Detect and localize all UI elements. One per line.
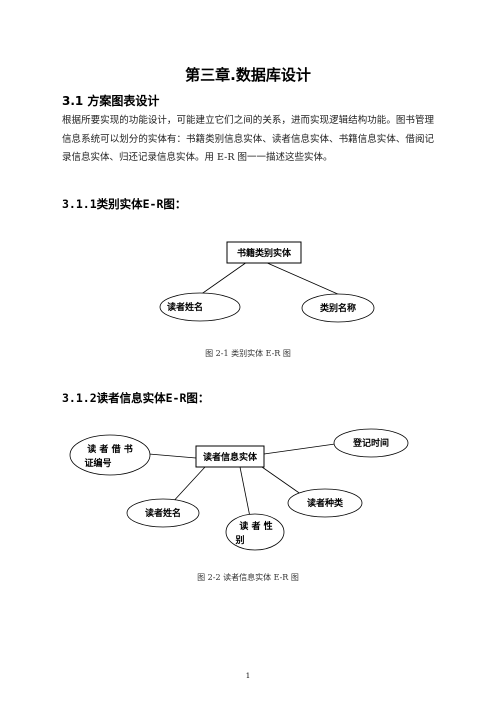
attribute-card-id-line1: 读 者 借 书	[87, 443, 132, 455]
attribute-reader-sex-line1: 读 者 性	[239, 520, 272, 532]
attribute-ellipse	[333, 428, 409, 458]
figure-caption-category: 图 2-1 类别实体 E-R 图	[205, 349, 291, 358]
intro-paragraph: 根据所要实现的功能设计，可能建立它们之间的关系，进而实现逻辑结构功能。图书管理信…	[62, 115, 434, 164]
figure-caption-reader: 图 2-2 读者信息实体 E-R 图	[197, 573, 299, 582]
page-number: 1	[245, 672, 251, 680]
section-heading: 3.1 方案图表设计	[62, 94, 160, 108]
relation-line	[199, 261, 248, 296]
attribute-ellipse	[301, 293, 375, 323]
relation-line	[169, 466, 206, 506]
attribute-reader-type: 读者种类	[307, 497, 344, 509]
subsection-heading-category: 3.1.1类别实体E-R图：	[62, 197, 187, 211]
relation-line	[261, 466, 306, 498]
relation-line	[239, 466, 251, 518]
entity-label-category: 书籍类别实体	[237, 247, 292, 259]
attribute-category-name: 类别名称	[320, 302, 356, 314]
attribute-ellipse	[225, 513, 285, 551]
entity-box-category	[226, 241, 302, 264]
attribute-ellipse	[126, 498, 200, 528]
entity-box-reader	[195, 445, 265, 468]
relation-line	[263, 443, 336, 455]
subsection-heading-reader: 3.1.2读者信息实体E-R图：	[62, 391, 210, 405]
attribute-card-id-line2: 证编号	[84, 457, 111, 469]
attribute-reader-sex-line2: 别	[234, 534, 244, 546]
entity-label-reader: 读者信息实体	[203, 451, 258, 463]
attribute-register-time: 登记时间	[352, 437, 389, 449]
attribute-ellipse	[159, 292, 241, 322]
attribute-ellipse	[69, 434, 151, 476]
attribute-reader-name: 读者姓名	[167, 301, 203, 313]
attribute-reader-name-2: 读者姓名	[145, 507, 181, 519]
relation-line	[264, 261, 341, 296]
relation-line	[148, 453, 197, 459]
attribute-ellipse	[287, 488, 363, 518]
chapter-title: 第三章.数据库设计	[185, 66, 311, 84]
